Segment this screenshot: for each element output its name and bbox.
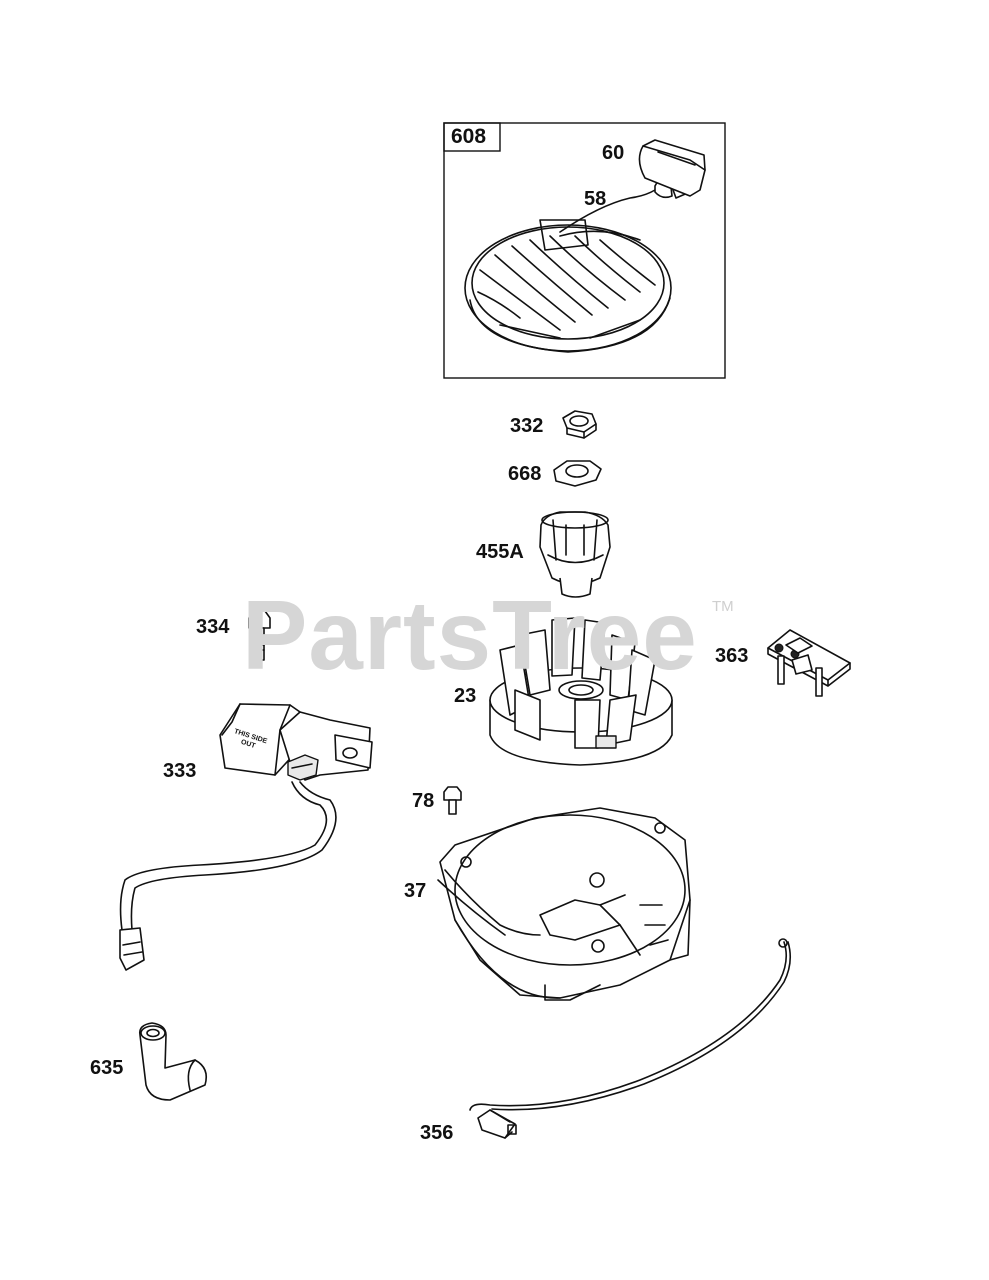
starter-handle [638, 139, 706, 199]
flywheel-bolt [248, 610, 271, 661]
callout-333: 333 [163, 760, 197, 782]
callout-332: 332 [510, 415, 544, 437]
callout-455a: 455A [476, 541, 524, 563]
armature-bolt [443, 786, 462, 815]
washer [553, 460, 602, 487]
fan-retainer-cup [539, 511, 611, 598]
kit-box-608 [443, 122, 726, 379]
spark-plug-boot [138, 1022, 208, 1101]
callout-58: 58 [584, 188, 607, 210]
ground-wire [469, 938, 792, 1139]
ground-bracket [767, 629, 851, 697]
starter-rope [559, 189, 656, 233]
callout-635: 635 [90, 1057, 124, 1079]
ignition-armature [119, 703, 373, 971]
callout-356: 356 [420, 1122, 454, 1144]
callout-60: 60 [602, 142, 625, 164]
callout-608: 608 [451, 125, 487, 148]
callout-37: 37 [404, 880, 427, 902]
callout-334: 334 [196, 616, 230, 638]
callout-363: 363 [715, 645, 749, 667]
blower-housing [437, 807, 691, 1001]
callout-78: 78 [412, 790, 435, 812]
hex-nut [562, 410, 597, 439]
recoil-starter-housing [464, 219, 672, 353]
callout-668: 668 [508, 463, 542, 485]
trademark-symbol: TM [712, 598, 734, 615]
flywheel [489, 617, 673, 766]
callout-23: 23 [454, 685, 477, 707]
